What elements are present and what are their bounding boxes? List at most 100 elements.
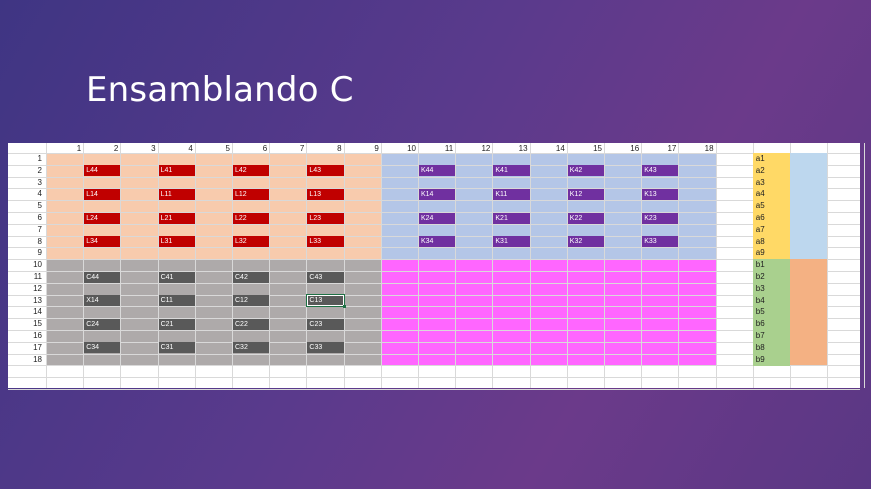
side-a-cell[interactable]: a3 [752,176,790,189]
block-C-cell[interactable]: C11 [158,295,195,307]
block-K-cell[interactable]: K42 [567,165,604,177]
block-K-cell[interactable]: K44 [419,165,456,177]
side-b-cell[interactable]: b1 [752,259,790,272]
block-C-cell[interactable]: C23 [307,318,344,330]
block-L-cell[interactable]: L41 [158,165,195,177]
row-header[interactable]: 3 [37,177,42,187]
row-header[interactable]: 16 [33,331,42,340]
column-header[interactable]: 15 [593,144,602,153]
row-header[interactable]: 18 [33,354,42,364]
column-header[interactable]: 14 [555,144,565,153]
column-header[interactable]: 7 [299,144,305,153]
block-K-cell[interactable]: K41 [493,165,530,177]
block-L-cell[interactable]: L31 [158,236,195,248]
side-b-cell[interactable]: b6 [752,318,790,331]
column-header[interactable]: 3 [151,144,156,153]
block-L-cell[interactable]: L14 [84,188,121,200]
row-header[interactable]: 15 [33,319,42,329]
side-b-cell[interactable]: b3 [752,282,790,295]
block-L-cell[interactable]: L43 [307,165,344,177]
side-a-cell[interactable]: a4 [752,188,790,201]
row-header[interactable]: 2 [37,165,42,175]
column-header[interactable]: 10 [407,144,416,153]
block-C-cell[interactable]: C33 [307,342,344,354]
row-header[interactable]: 7 [37,224,42,234]
column-header[interactable]: 12 [481,144,491,153]
block-L-cell[interactable]: L33 [307,236,344,248]
row-header[interactable]: 17 [33,342,42,352]
selection-handle[interactable] [342,304,346,308]
block-C-cell[interactable]: C21 [158,318,195,330]
column-header[interactable]: 4 [188,144,193,153]
block-C-cell[interactable]: X14 [84,295,121,307]
block-L-cell[interactable]: L11 [158,188,195,200]
row-header[interactable]: 9 [37,248,42,258]
block-C-cell[interactable]: C24 [84,318,121,330]
block-L-cell[interactable]: L32 [233,236,270,248]
block-C-cell[interactable]: C31 [158,342,195,354]
block-K-cell[interactable]: K14 [419,188,456,200]
block-K-cell[interactable]: K31 [493,236,530,248]
block-L-cell[interactable]: L22 [233,212,270,224]
block-L-cell[interactable]: L13 [307,188,344,200]
block-L-cell[interactable]: L42 [233,165,270,177]
block-K-cell[interactable]: K13 [642,188,679,200]
side-a-cell[interactable]: a7 [752,223,790,236]
block-K-cell[interactable]: K32 [567,236,604,248]
block-K-cell[interactable]: K22 [567,212,604,224]
block-L-cell[interactable]: L21 [158,212,195,224]
side-b-cell[interactable]: b2 [752,271,790,283]
side-b-cell[interactable]: b4 [752,294,790,307]
side-b-cell[interactable]: b8 [752,341,790,354]
block-C-cell[interactable]: C32 [233,342,270,354]
block-C-cell[interactable]: C42 [233,271,270,283]
block-C-cell[interactable]: C41 [158,271,195,283]
row-header[interactable]: 10 [33,260,42,270]
row-header[interactable]: 1 [37,154,42,163]
block-C-cell[interactable]: C43 [307,271,344,283]
column-header[interactable]: 11 [444,144,454,153]
column-header[interactable]: 16 [630,144,640,153]
block-L-cell[interactable]: L34 [84,236,121,248]
block-L-cell[interactable]: L44 [84,165,121,177]
column-header[interactable]: 6 [262,144,268,153]
row-header[interactable]: 14 [33,307,42,317]
side-b-cell[interactable]: b9 [752,353,790,366]
row-header[interactable]: 8 [37,236,42,246]
side-a-cell[interactable]: a6 [752,212,790,224]
column-header[interactable]: 1 [76,144,82,153]
side-a-cell[interactable]: a5 [752,200,790,213]
row-header[interactable]: 13 [33,295,42,305]
row-header[interactable]: 5 [37,201,42,211]
row-header[interactable]: 11 [33,272,42,281]
block-C-cell[interactable]: C34 [84,342,121,354]
block-C-cell[interactable]: C44 [84,271,121,283]
block-K-cell[interactable]: K21 [493,212,530,224]
side-a-cell[interactable]: a9 [752,247,790,260]
column-header[interactable]: 18 [704,144,714,153]
block-L-cell[interactable]: L12 [233,188,270,200]
block-K-cell[interactable]: K24 [419,212,456,224]
block-K-cell[interactable]: K11 [493,188,530,200]
row-header[interactable]: 12 [33,283,42,293]
block-K-cell[interactable]: K34 [419,236,456,248]
block-C-cell[interactable]: C22 [233,318,270,330]
block-L-cell[interactable]: L24 [84,212,121,224]
column-header[interactable]: 13 [518,144,528,153]
side-a-cell[interactable]: a8 [752,235,790,248]
block-K-cell[interactable]: K12 [567,188,604,200]
column-header[interactable]: 2 [113,144,119,153]
block-K-cell[interactable]: K43 [642,165,679,177]
side-a-cell[interactable]: a1 [752,153,790,165]
column-header[interactable]: 17 [667,144,677,153]
block-K-cell[interactable]: K33 [642,236,679,248]
column-header[interactable]: 9 [374,144,379,153]
block-C-cell[interactable]: C13 [306,294,345,308]
block-L-cell[interactable]: L23 [307,212,344,224]
row-header[interactable]: 4 [37,189,42,199]
column-header[interactable]: 5 [225,144,230,153]
side-b-cell[interactable]: b7 [752,330,790,342]
block-C-cell[interactable]: C12 [233,295,270,307]
side-b-cell[interactable]: b5 [752,306,790,319]
